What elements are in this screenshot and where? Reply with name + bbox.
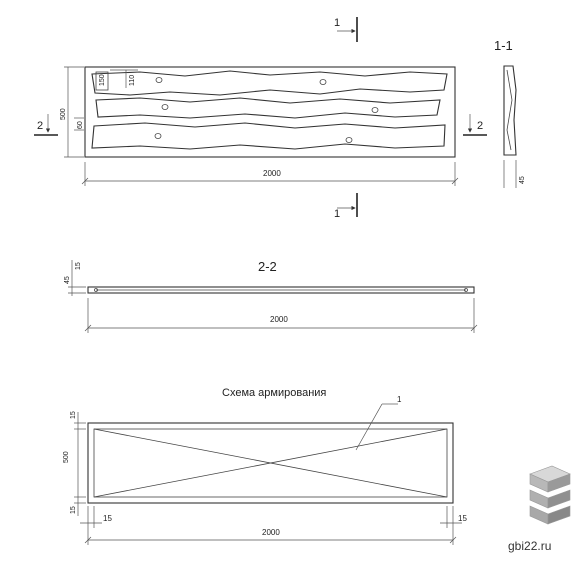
watermark-logo: gbi22.ru — [508, 465, 571, 553]
hole — [161, 104, 169, 110]
reinforcement-outer — [87, 422, 454, 504]
reinforcement-scheme: Схема армирования 1 15 500 15 15 15 2000 — [63, 387, 467, 545]
reinforcement-title: Схема армирования — [222, 387, 326, 399]
section-2-bar-end — [94, 288, 98, 292]
reinforcement-dim-height: 500 — [63, 451, 70, 463]
reinforcement-dim-15-left: 15 — [103, 514, 112, 523]
dim-110: 110 — [129, 75, 136, 86]
slab-top — [91, 70, 448, 96]
hole — [345, 137, 353, 143]
section-1-1-title: 1-1 — [494, 38, 513, 53]
hole — [319, 79, 327, 85]
section-2-dim-45: 45 — [64, 276, 71, 284]
hole — [155, 77, 163, 83]
reinforcement-dim-15-top: 15 — [70, 411, 77, 419]
dim-60: 60 — [77, 121, 84, 129]
dim-height-500: 500 — [60, 108, 67, 120]
hole — [154, 133, 162, 139]
panel-outline — [84, 66, 456, 158]
section-2-dim-length: 2000 — [270, 315, 288, 324]
section-mark-2-right: 2 — [477, 120, 483, 132]
hole — [371, 107, 379, 113]
slab-middle — [95, 97, 441, 119]
section-2-2-title: 2-2 — [258, 259, 277, 274]
reinforcement-inner — [93, 428, 448, 498]
reinforcement-dim-15-bottom: 15 — [70, 506, 77, 514]
cube-stack-icon — [529, 465, 571, 525]
section-mark-1-bottom: 1 — [334, 208, 340, 220]
section-1-dim-45: 45 — [519, 176, 526, 184]
reinforcement-callout: 1 — [397, 395, 402, 404]
plan-view: 150 110 60 500 2000 1 1 2 2 — [34, 17, 487, 220]
corner-detail — [95, 71, 109, 91]
slab-bottom — [91, 122, 446, 150]
reinforcement-diagonal — [93, 428, 448, 498]
section-1-1: 1-1 45 — [494, 38, 526, 188]
section-2-bar-end — [464, 288, 468, 292]
section-mark-2-left: 2 — [37, 120, 43, 132]
section-2-2: 2-2 45 15 2000 — [64, 259, 478, 333]
reinforcement-dim-15-right: 15 — [458, 514, 467, 523]
section-mark-1-top: 1 — [334, 17, 340, 29]
section-2-profile — [87, 286, 475, 294]
dim-length-2000: 2000 — [263, 169, 281, 178]
reinforcement-dim-length: 2000 — [262, 528, 280, 537]
dim-150: 150 — [99, 74, 106, 86]
section-1-profile — [503, 65, 517, 156]
watermark-text: gbi22.ru — [508, 539, 551, 553]
section-2-dim-15: 15 — [75, 262, 82, 270]
